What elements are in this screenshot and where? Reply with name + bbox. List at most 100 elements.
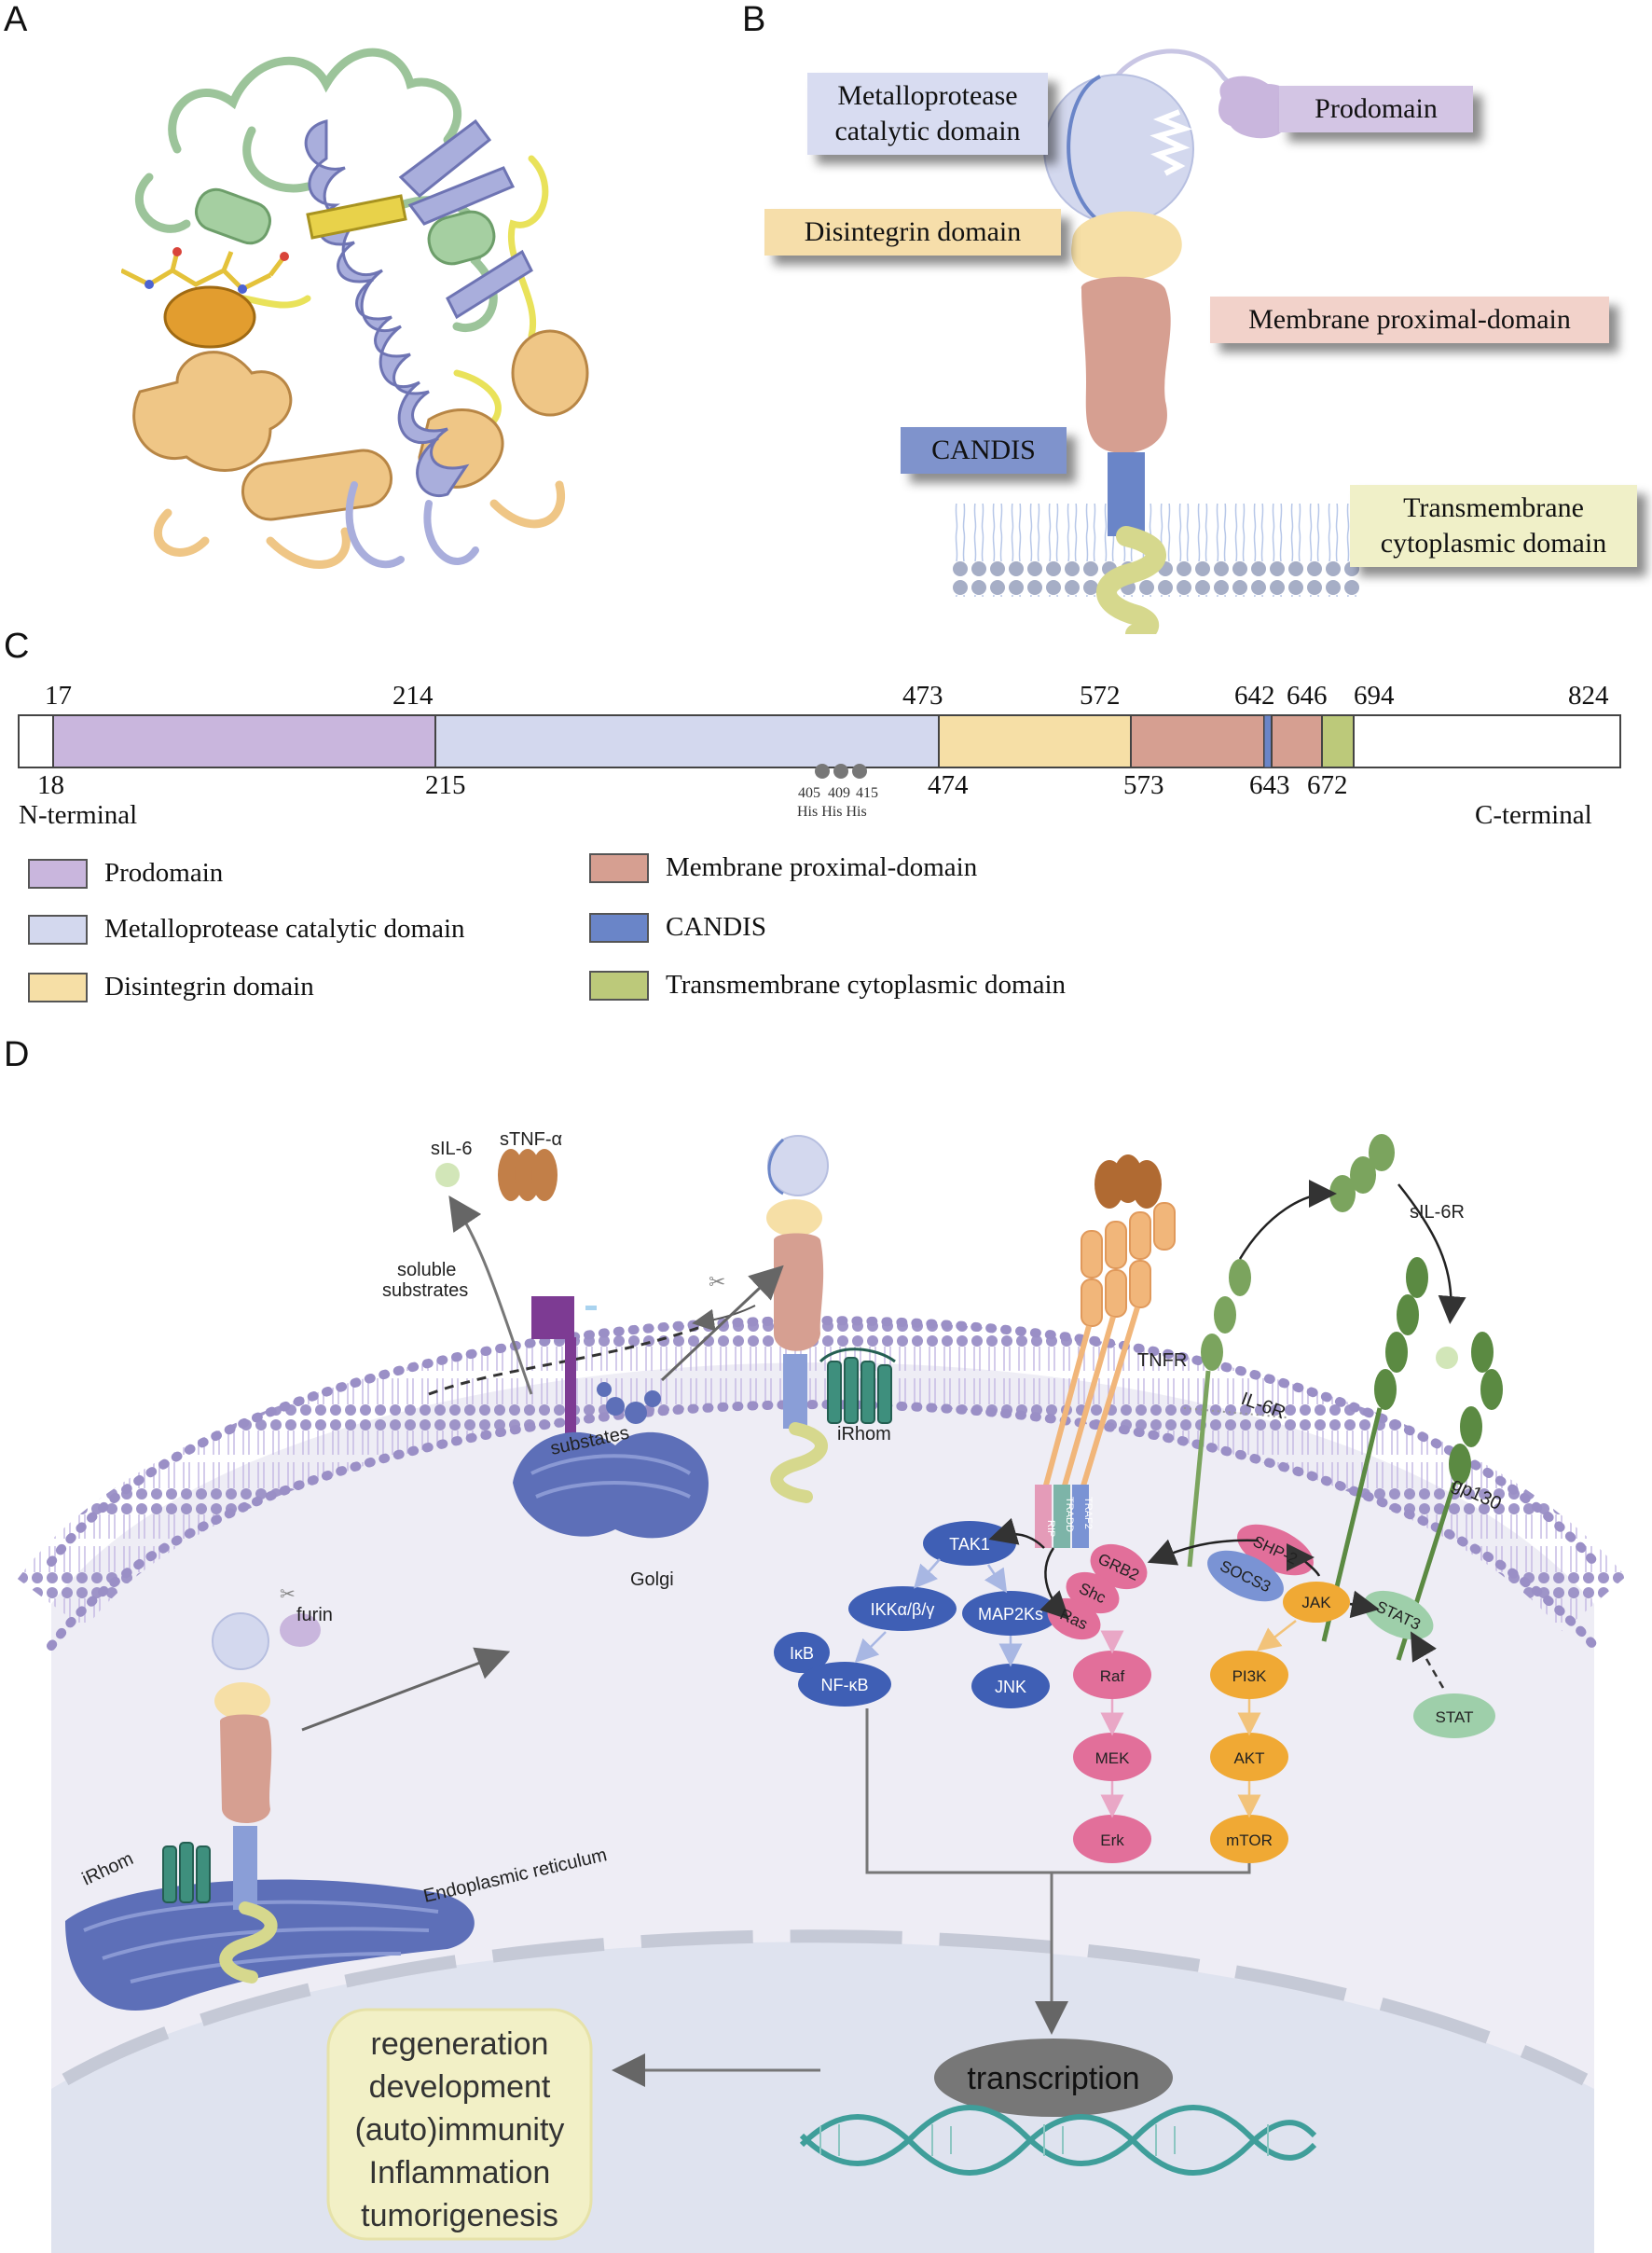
legend-transmembrane: Transmembrane cytoplasmic domain xyxy=(589,970,1066,1001)
legend-disintegrin: Disintegrin domain xyxy=(28,972,314,1002)
legend-swatch xyxy=(28,972,88,1002)
soluble-label-2: substrates xyxy=(382,1280,468,1301)
protein-structure-illustration xyxy=(121,48,589,569)
erk-label: Erk xyxy=(1100,1831,1124,1849)
jak-label: JAK xyxy=(1301,1594,1331,1611)
pi3k-label: PI3K xyxy=(1232,1667,1268,1685)
rip-label: RIP xyxy=(1045,1520,1056,1537)
tnfr-receptor xyxy=(1081,1202,1176,1327)
irhom-membrane-protein xyxy=(827,1357,892,1424)
signaling-cell-diagram: ✂ xyxy=(17,1129,1627,2253)
raf-label: Raf xyxy=(1100,1667,1125,1685)
soluble-label-1: soluble xyxy=(397,1260,456,1280)
nfkb-label: NF-κB xyxy=(821,1676,869,1694)
legend-swatch xyxy=(28,858,88,889)
outcome-inflammation: Inflammation xyxy=(369,2155,551,2191)
sil6-ball xyxy=(435,1163,460,1187)
his-pos-405: 405 xyxy=(798,785,820,801)
jnk-label: JNK xyxy=(995,1678,1026,1696)
stat-label: STAT xyxy=(1436,1708,1474,1726)
his-pos-415: 415 xyxy=(856,785,878,801)
il6r-receptor xyxy=(1201,1259,1251,1371)
furin-label: furin xyxy=(296,1605,333,1625)
tnf-pathway-nodes xyxy=(774,1521,1059,1708)
domain-map: 17 214 473 572 642 646 694 824 18 215 47… xyxy=(18,681,1621,830)
mtor-label: mTOR xyxy=(1226,1831,1273,1849)
stnf-label: sTNF-α xyxy=(500,1129,562,1150)
disintegrin-shape xyxy=(1071,211,1182,281)
transmembrane-shape xyxy=(1096,526,1166,634)
transcription-label: transcription xyxy=(967,2061,1139,2096)
gp130-receptor xyxy=(1374,1257,1503,1485)
dna-helix xyxy=(799,2105,1317,2176)
pos-18: 18 xyxy=(37,770,64,800)
legend-metalloprotease: Metalloprotease catalytic domain xyxy=(28,914,465,945)
domain-bar-metalloprotease xyxy=(434,714,940,768)
sil6r-label: sIL-6R xyxy=(1410,1202,1465,1223)
pos-473: 473 xyxy=(902,681,943,711)
outcome-regeneration: regeneration xyxy=(371,2026,549,2062)
transmembrane-label: Transmembrane cytoplasmic domain xyxy=(1350,485,1637,567)
mek-label: MEK xyxy=(1095,1749,1131,1767)
sil6-label: sIL-6 xyxy=(431,1139,472,1159)
substrate-head xyxy=(531,1296,574,1339)
map2ks-label: MAP2Ks xyxy=(978,1605,1043,1624)
pos-672: 672 xyxy=(1307,770,1348,800)
pos-642: 642 xyxy=(1234,681,1275,711)
domain-bar-candis xyxy=(1263,714,1273,768)
tradd-label: TRADD xyxy=(1064,1497,1075,1532)
panel-letter-a: A xyxy=(4,0,28,39)
domain-bar-prodomain xyxy=(52,714,436,768)
prodomain-shape xyxy=(1218,76,1297,139)
ikk-label: IKKα/β/γ xyxy=(871,1600,935,1619)
pos-646: 646 xyxy=(1287,681,1328,711)
legend-candis: CANDIS xyxy=(589,912,766,943)
irhom-er-protein xyxy=(162,1842,211,1903)
traf2-label: TRAF2 xyxy=(1082,1497,1094,1529)
domain-bar-tm xyxy=(1321,714,1355,768)
transcription-node xyxy=(934,2039,1173,2117)
ikb-label: IκB xyxy=(790,1644,814,1663)
pos-572: 572 xyxy=(1080,681,1121,711)
stnf-trimer xyxy=(498,1149,558,1201)
tak1-label: TAK1 xyxy=(949,1535,990,1554)
panel-letter-d: D xyxy=(4,1035,30,1074)
er-organelle xyxy=(65,1879,475,2011)
scissors-icon: ✂ xyxy=(709,1270,725,1293)
golgi-label: Golgi xyxy=(630,1569,674,1590)
disintegrin-label: Disintegrin domain xyxy=(764,209,1061,256)
legend-prodomain: Prodomain xyxy=(28,858,223,889)
c-terminal-label: C-terminal xyxy=(1475,800,1592,830)
outcome-tumorigenesis: tumorigenesis xyxy=(361,2198,558,2233)
legend-swatch xyxy=(589,852,649,883)
scissors-icon: ✂ xyxy=(280,1584,296,1605)
legend-swatch xyxy=(589,912,649,943)
pos-214: 214 xyxy=(392,681,434,711)
pos-215: 215 xyxy=(425,770,466,800)
pos-694: 694 xyxy=(1354,681,1395,711)
akt-label: AKT xyxy=(1233,1749,1264,1767)
golgi-organelle xyxy=(513,1382,709,1539)
outcome-box xyxy=(326,2008,593,2241)
domain-bar-mpd-a xyxy=(1130,714,1265,768)
pos-474: 474 xyxy=(928,770,969,800)
metalloprotease-label: Metalloprotease catalytic domain xyxy=(807,73,1048,155)
outcome-autoimmunity: (auto)immunity xyxy=(355,2112,565,2148)
irhom-top-label: iRhom xyxy=(837,1424,891,1444)
candis-shape xyxy=(1108,452,1145,536)
outcome-development: development xyxy=(369,2069,551,2105)
tnf-ligand xyxy=(1094,1154,1162,1209)
panel-letter-c: C xyxy=(4,627,30,666)
tnfr-label: TNFR xyxy=(1137,1350,1187,1371)
n-terminal-label: N-terminal xyxy=(19,800,137,830)
candis-label: CANDIS xyxy=(901,427,1067,474)
pos-573: 573 xyxy=(1123,770,1164,800)
prodomain-label: Prodomain xyxy=(1279,86,1473,132)
pos-643: 643 xyxy=(1249,770,1290,800)
membrane-proximal-label: Membrane proximal-domain xyxy=(1210,297,1609,343)
pos-824: 824 xyxy=(1568,681,1609,711)
legend-swatch xyxy=(28,914,88,945)
pos-17: 17 xyxy=(45,681,72,711)
legend-swatch xyxy=(589,970,649,1001)
legend-membrane-proximal: Membrane proximal-domain xyxy=(589,852,977,883)
